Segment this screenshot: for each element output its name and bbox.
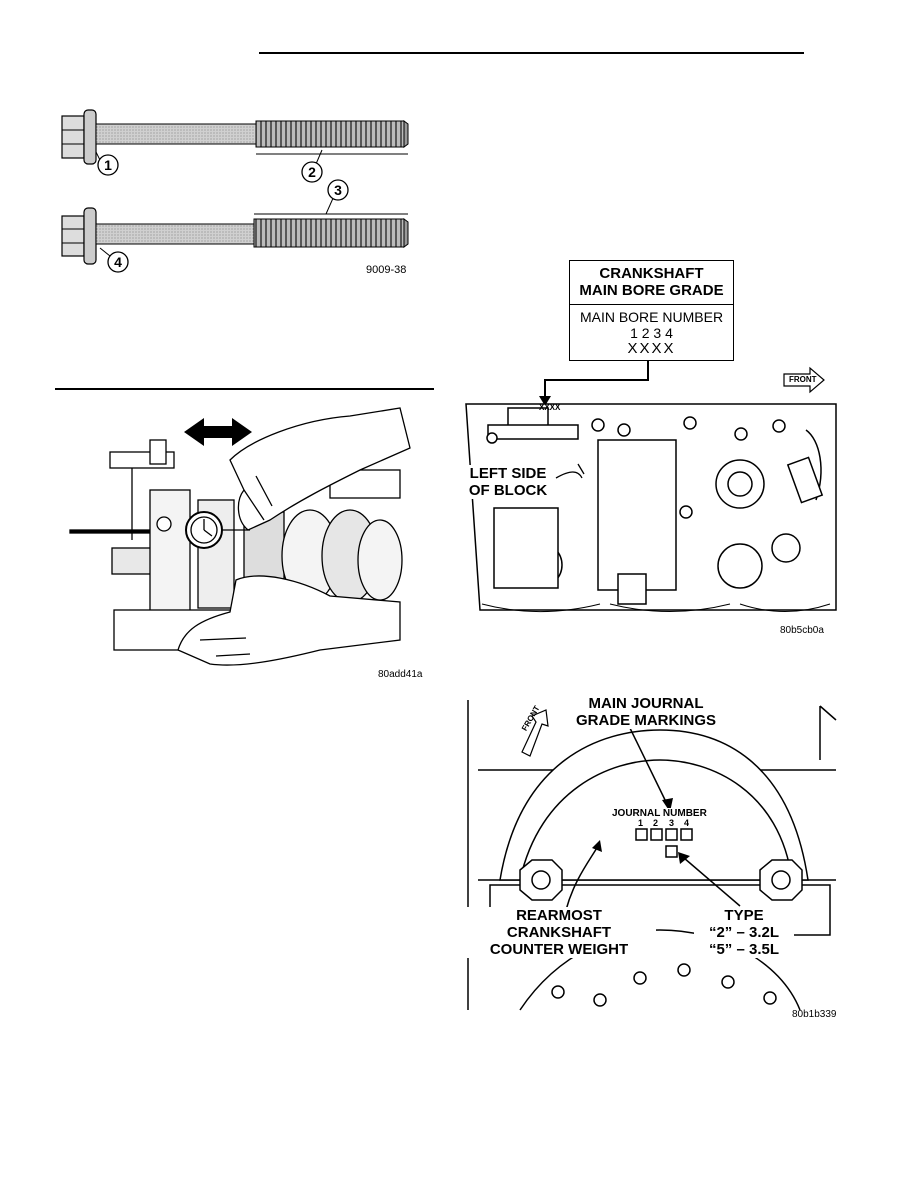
bolt-upper	[61, 109, 409, 165]
left-side-label: LEFT SIDE OF BLOCK	[466, 465, 550, 499]
callout-1: 1	[104, 157, 112, 173]
bore-grade-box: CRANKSHAFT MAIN BORE GRADE MAIN BORE NUM…	[569, 260, 734, 361]
dial-figure-id: 80add41a	[378, 669, 423, 680]
journal-digit-2: 2	[653, 818, 659, 828]
journal-figure-id: 80b1b339	[792, 1009, 837, 1020]
bore-box-numbers: 1 2 3 4	[630, 325, 673, 341]
block-code-mark: XXXX	[539, 403, 561, 412]
callout-3: 3	[334, 182, 342, 198]
front-arrow-label: FRONT	[789, 375, 817, 384]
section-divider	[55, 388, 434, 390]
callout-2: 2	[308, 164, 316, 180]
journal-title: MAIN JOURNAL GRADE MARKINGS	[568, 695, 724, 729]
counterweight-label: REARMOST CRANKSHAFT COUNTER WEIGHT	[462, 907, 656, 958]
bore-box-title-2: MAIN BORE GRADE	[579, 282, 724, 299]
journal-digit-4: 4	[684, 818, 690, 828]
journal-digit-1: 1	[638, 818, 644, 828]
bore-box-code: XXXX	[627, 340, 676, 357]
journal-number-label: JOURNAL NUMBER	[612, 808, 707, 819]
bore-box-label: MAIN BORE NUMBER	[579, 309, 724, 325]
bolt-lower	[61, 207, 409, 265]
header-rule	[259, 52, 804, 54]
bore-figure-id: 80b5cb0a	[780, 625, 824, 636]
bolt-figure-id: 9009-38	[366, 264, 407, 276]
callout-4: 4	[114, 254, 122, 270]
journal-digit-3: 3	[669, 818, 675, 828]
type-label: TYPE “2” – 3.2L “5” – 3.5L	[694, 907, 794, 958]
bore-box-title-1: CRANKSHAFT	[599, 265, 704, 282]
